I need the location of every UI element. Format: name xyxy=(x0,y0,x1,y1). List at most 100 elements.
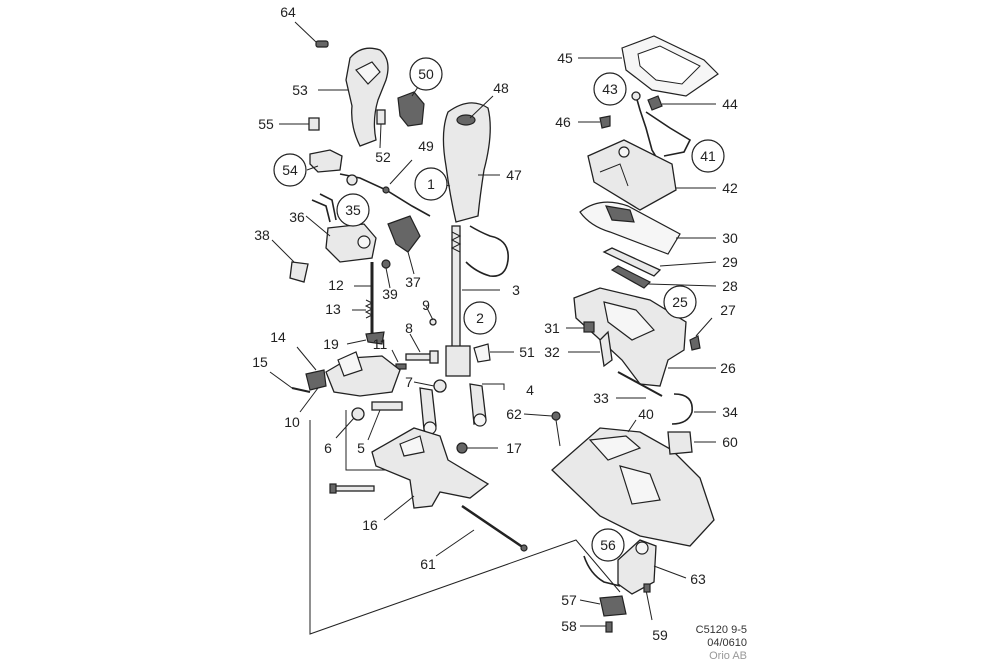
label-12: 12 xyxy=(328,277,344,293)
label-4: 4 xyxy=(526,382,534,398)
label-46: 46 xyxy=(555,114,571,130)
label-53: 53 xyxy=(292,82,308,98)
part-29-strip xyxy=(602,247,717,277)
label-39: 39 xyxy=(382,286,398,302)
label-59: 59 xyxy=(652,627,668,643)
part-30-boot xyxy=(579,201,716,255)
label-52: 52 xyxy=(375,149,391,165)
group-circle-41 xyxy=(691,139,725,173)
part-3-shaft xyxy=(445,225,500,377)
label-31: 31 xyxy=(544,320,560,336)
part-40-console-base xyxy=(551,419,715,547)
group-circle-2 xyxy=(463,301,497,335)
part-19-clip xyxy=(346,331,385,345)
reference-code: C5120 9-5 xyxy=(696,624,747,636)
label-28: 28 xyxy=(722,278,738,294)
label-5: 5 xyxy=(357,440,365,456)
label-27: 27 xyxy=(720,302,736,318)
part-6-washer xyxy=(335,407,365,439)
label-34: 34 xyxy=(722,404,738,420)
label-17: 17 xyxy=(506,440,522,456)
label-45: 45 xyxy=(557,50,573,66)
part-60-connector xyxy=(667,431,716,455)
group-circle-43 xyxy=(593,72,627,106)
part-59-screw xyxy=(643,583,653,621)
label-2: 2 xyxy=(476,310,484,326)
part-43-bulb-wire xyxy=(631,91,692,161)
part-55-clip xyxy=(279,117,320,131)
label-26: 26 xyxy=(720,360,736,376)
part-63-motor xyxy=(617,539,687,595)
part-27-clip xyxy=(689,317,713,351)
part-54-switch xyxy=(306,149,343,173)
part-37-lever xyxy=(387,215,421,275)
part-28-strip xyxy=(610,265,717,289)
label-57: 57 xyxy=(561,592,577,608)
label-19: 19 xyxy=(323,336,339,352)
label-44: 44 xyxy=(722,96,738,112)
group-circle-54 xyxy=(273,153,307,187)
boot-wire xyxy=(465,225,509,277)
label-48: 48 xyxy=(493,80,509,96)
label-36: 36 xyxy=(289,209,305,225)
label-29: 29 xyxy=(722,254,738,270)
part-64-screw xyxy=(294,21,329,48)
part-12-rod xyxy=(354,262,374,334)
label-16: 16 xyxy=(362,517,378,533)
label-6: 6 xyxy=(324,440,332,456)
group-circle-35 xyxy=(336,193,370,227)
label-14: 14 xyxy=(270,329,286,345)
part-58-screw xyxy=(580,621,613,633)
part-31-spring-clip xyxy=(566,321,595,333)
group-circle-1 xyxy=(414,167,448,201)
part-4-link-arms xyxy=(419,383,505,435)
label-1: 1 xyxy=(427,176,435,192)
label-55: 55 xyxy=(258,116,274,132)
label-30: 30 xyxy=(722,230,738,246)
part-16-base-bracket xyxy=(371,427,490,521)
label-13: 13 xyxy=(325,301,341,317)
reference-company: Orio AB xyxy=(709,650,747,662)
group-circle-25 xyxy=(663,285,697,319)
label-43: 43 xyxy=(602,81,618,97)
part-50-bracket xyxy=(397,83,425,127)
part-14-lever xyxy=(305,369,327,391)
part-56-wire xyxy=(583,555,621,587)
label-60: 60 xyxy=(722,434,738,450)
group-circle-50 xyxy=(409,57,443,91)
part-57-bracket xyxy=(579,595,627,617)
part-44-cap xyxy=(647,95,716,111)
part-45-trim-frame xyxy=(578,35,719,97)
part-49-cable xyxy=(339,159,431,217)
part-8-bolt xyxy=(405,333,439,364)
label-33: 33 xyxy=(593,390,609,406)
part-36-solenoid-block xyxy=(305,193,377,263)
label-25: 25 xyxy=(672,294,688,310)
label-47: 47 xyxy=(506,167,522,183)
label-10: 10 xyxy=(284,414,300,430)
part-long-bolt xyxy=(329,483,375,494)
label-32: 32 xyxy=(544,344,560,360)
label-41: 41 xyxy=(700,148,716,164)
label-61: 61 xyxy=(420,556,436,572)
label-11: 11 xyxy=(373,336,388,352)
part-7-washer xyxy=(413,379,447,393)
label-9: 9 xyxy=(422,297,430,313)
label-35: 35 xyxy=(345,202,361,218)
label-54: 54 xyxy=(282,162,298,178)
label-3: 3 xyxy=(512,282,520,298)
label-40: 40 xyxy=(638,406,654,422)
part-32-lever xyxy=(568,330,613,368)
reference-date: 04/0610 xyxy=(707,637,747,649)
label-58: 58 xyxy=(561,618,577,634)
part-17-nut xyxy=(456,442,498,454)
label-62: 62 xyxy=(506,406,522,422)
part-33-rod xyxy=(616,371,663,399)
part-39-screw xyxy=(381,259,391,289)
part-13-spring xyxy=(352,299,374,319)
part-53-knob-cover xyxy=(318,47,389,147)
label-63: 63 xyxy=(690,571,706,587)
part-51-clip xyxy=(473,343,514,363)
label-38: 38 xyxy=(254,227,270,243)
